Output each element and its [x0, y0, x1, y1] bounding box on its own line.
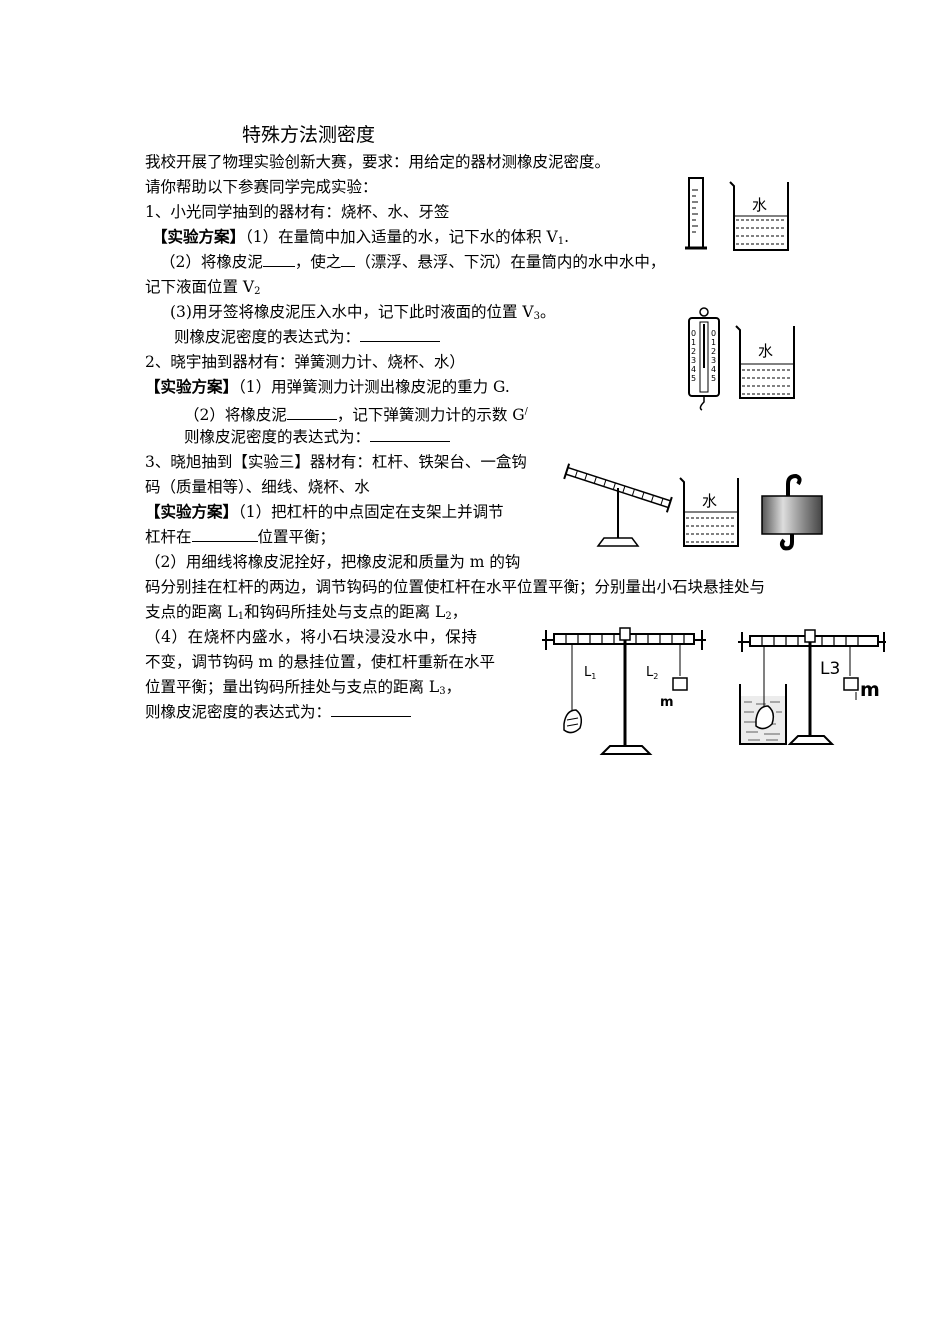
q1-step3-end: 。	[539, 303, 556, 321]
page-title: 特殊方法测密度	[242, 124, 376, 146]
scale-num-r2: 2	[711, 347, 716, 356]
q1-step3-text: (3)用牙签将橡皮泥压入水中，记下此时液面的位置 V	[170, 303, 534, 321]
hook-weight-figure	[761, 473, 823, 551]
water-label-2: 水	[758, 342, 773, 360]
scale-num-5: 5	[691, 374, 696, 383]
q2-step2-b: ，记下弹簧测力计的示数 G	[336, 406, 525, 425]
q1-step2-d: 记下液面位置 V	[145, 278, 255, 296]
scale-num-3: 3	[691, 356, 696, 365]
q1-step2-cont: 记下液面位置 V2	[145, 277, 261, 302]
q1-expr-label: 则橡皮泥密度的表达式为：	[174, 328, 361, 346]
q3-step4: （4）在烧杯内盛水，将小石块浸没水中，保持	[145, 628, 478, 646]
intro-line-1: 我校开展了物理实验创新大赛，要求：用给定的器材测橡皮泥密度。	[145, 153, 611, 171]
scale-num-r1: 1	[711, 338, 716, 347]
q1-step2-a: （2）将橡皮泥	[160, 253, 263, 271]
label-m2: m	[860, 679, 880, 701]
q3-plan-label: 【实验方案】	[145, 502, 239, 521]
water-label-1: 水	[752, 196, 767, 214]
q3-step1-b: 杠杆在	[145, 528, 192, 546]
q1-step2: （2）将橡皮泥 ，使之 （漂浮、悬浮、下沉）在量筒内的水中水中，	[160, 252, 665, 272]
q3-expression: 则橡皮泥密度的表达式为：	[145, 702, 412, 722]
spring-scale-figure: 0 1 2 3 4 5 0 1 2 3 4 5	[688, 307, 720, 411]
q3-step4-cont2: 位置平衡；量出钩码所挂处与支点的距离 L3，	[145, 677, 461, 702]
q1-step1: 【实验方案】（1）在量筒中加入适量的水，记下水的体积 V1.	[152, 227, 569, 252]
q1-expr-blank[interactable]	[360, 327, 441, 342]
q1-blank-action[interactable]	[262, 252, 295, 267]
q1-step1-sub: 1	[557, 236, 565, 247]
q2-step2-a: （2）将橡皮泥	[184, 406, 287, 425]
q3-step1: 【实验方案】（1）把杠杆的中点固定在支架上并调节	[145, 502, 504, 522]
label-m: m	[660, 695, 674, 710]
q2-step1-text: （1）用弹簧测力计测出橡皮泥的重力 G.	[238, 378, 510, 396]
q3-step2-c: 支点的距离 L	[145, 603, 238, 621]
q1-step3-sub: 3	[533, 311, 540, 322]
scale-num-r4: 4	[711, 365, 716, 374]
q3-expr-blank[interactable]	[331, 702, 412, 717]
q3-step2-d-sub: 2	[445, 611, 452, 622]
q1-expression: 则橡皮泥密度的表达式为：	[174, 327, 441, 347]
lever-balance-figure-water: L3 m	[738, 629, 886, 745]
q2-materials: 2、晓宇抽到器材有：弹簧测力计、烧杯、水）	[145, 353, 465, 371]
q2-step2: （2）将橡皮泥 ，记下弹簧测力计的示数 G/	[184, 402, 528, 425]
q3-step2-cont: 码分别挂在杠杆的两边，调节钩码的位置使杠杆在水平位置平衡；分别量出小石块悬挂处与	[145, 578, 766, 596]
q1-blank-state[interactable]	[341, 252, 356, 267]
q3-step2-c-sub: 1	[237, 611, 245, 622]
q3-step2: （2）用细线将橡皮泥拴好，把橡皮泥和质量为 m 的钩	[145, 553, 521, 571]
graduated-cylinder-figure	[685, 177, 707, 250]
q3-step1-cont: 杠杆在 位置平衡；	[145, 527, 335, 547]
q3-step4-d: ，	[445, 678, 462, 696]
scale-num-1: 1	[691, 338, 696, 347]
q3-materials-2: 码（质量相等）、细线、烧杯、水	[145, 478, 370, 496]
scale-num-2: 2	[691, 347, 696, 356]
q1-step2-b: ，使之	[294, 253, 342, 271]
intro-line-2: 请你帮助以下参赛同学完成实验：	[145, 178, 378, 196]
q1-materials: 1、小光同学抽到的器材有：烧杯、水、牙签	[145, 203, 450, 221]
lever-balance-figure-air: L1 L2 m	[542, 627, 706, 755]
lever-stand-figure	[563, 463, 673, 547]
beaker-figure-3: 水	[679, 477, 739, 547]
q1-step1-end: .	[564, 228, 570, 246]
beaker-figure-1: 水	[729, 181, 789, 251]
water-label-3: 水	[702, 492, 717, 510]
q3-expr-label: 则橡皮泥密度的表达式为：	[145, 703, 332, 721]
label-L2: L2	[646, 665, 658, 681]
q1-step2-c: （漂浮、悬浮、下沉）在量筒内的水中水中，	[355, 253, 666, 271]
q2-step1: 【实验方案】（1）用弹簧测力计测出橡皮泥的重力 G.	[145, 377, 510, 397]
beaker-figure-2: 水	[735, 325, 795, 399]
q3-step4-c: 位置平衡；量出钩码所挂处与支点的距离 L	[145, 678, 440, 696]
q1-step1-text: （1）在量筒中加入适量的水，记下水的体积 V	[245, 228, 558, 246]
q1-plan-label: 【实验方案】	[152, 227, 246, 246]
scale-num-r3: 3	[711, 356, 716, 365]
q3-step4-c-sub: 3	[439, 686, 446, 697]
q3-step2-cont2: 支点的距离 L1和钩码所挂处与支点的距离 L2，	[145, 602, 467, 627]
scale-num-r5: 5	[711, 374, 716, 383]
q2-prime: /	[524, 407, 528, 417]
q2-expr-label: 则橡皮泥密度的表达式为：	[184, 428, 371, 446]
scale-num-4: 4	[691, 365, 696, 374]
q2-expression: 则橡皮泥密度的表达式为：	[184, 427, 451, 447]
q2-expr-blank[interactable]	[370, 427, 451, 442]
q3-blank-position[interactable]	[191, 527, 258, 542]
q2-blank-action[interactable]	[286, 405, 337, 421]
scale-num-r0: 0	[711, 329, 716, 338]
q3-step1-a: （1）把杠杆的中点固定在支架上并调节	[238, 503, 504, 521]
q2-plan-label: 【实验方案】	[145, 377, 239, 396]
q3-materials-1: 3、晓旭抽到【实验三】器材有：杠杆、铁架台、一盒钩	[145, 453, 527, 471]
q3-step1-c: 位置平衡；	[257, 528, 336, 546]
q3-step4-cont: 不变，调节钩码 m 的悬挂位置，使杠杆重新在水平	[145, 653, 496, 671]
q1-step3: (3)用牙签将橡皮泥压入水中，记下此时液面的位置 V3。	[170, 302, 555, 327]
q3-step2-e: ，	[451, 603, 468, 621]
q3-step2-d: 和钩码所挂处与支点的距离 L	[244, 603, 446, 621]
q1-step2-d-sub: 2	[254, 286, 261, 297]
label-L3: L3	[820, 659, 840, 679]
label-L1: L1	[584, 665, 596, 681]
scale-num-0: 0	[691, 329, 696, 338]
